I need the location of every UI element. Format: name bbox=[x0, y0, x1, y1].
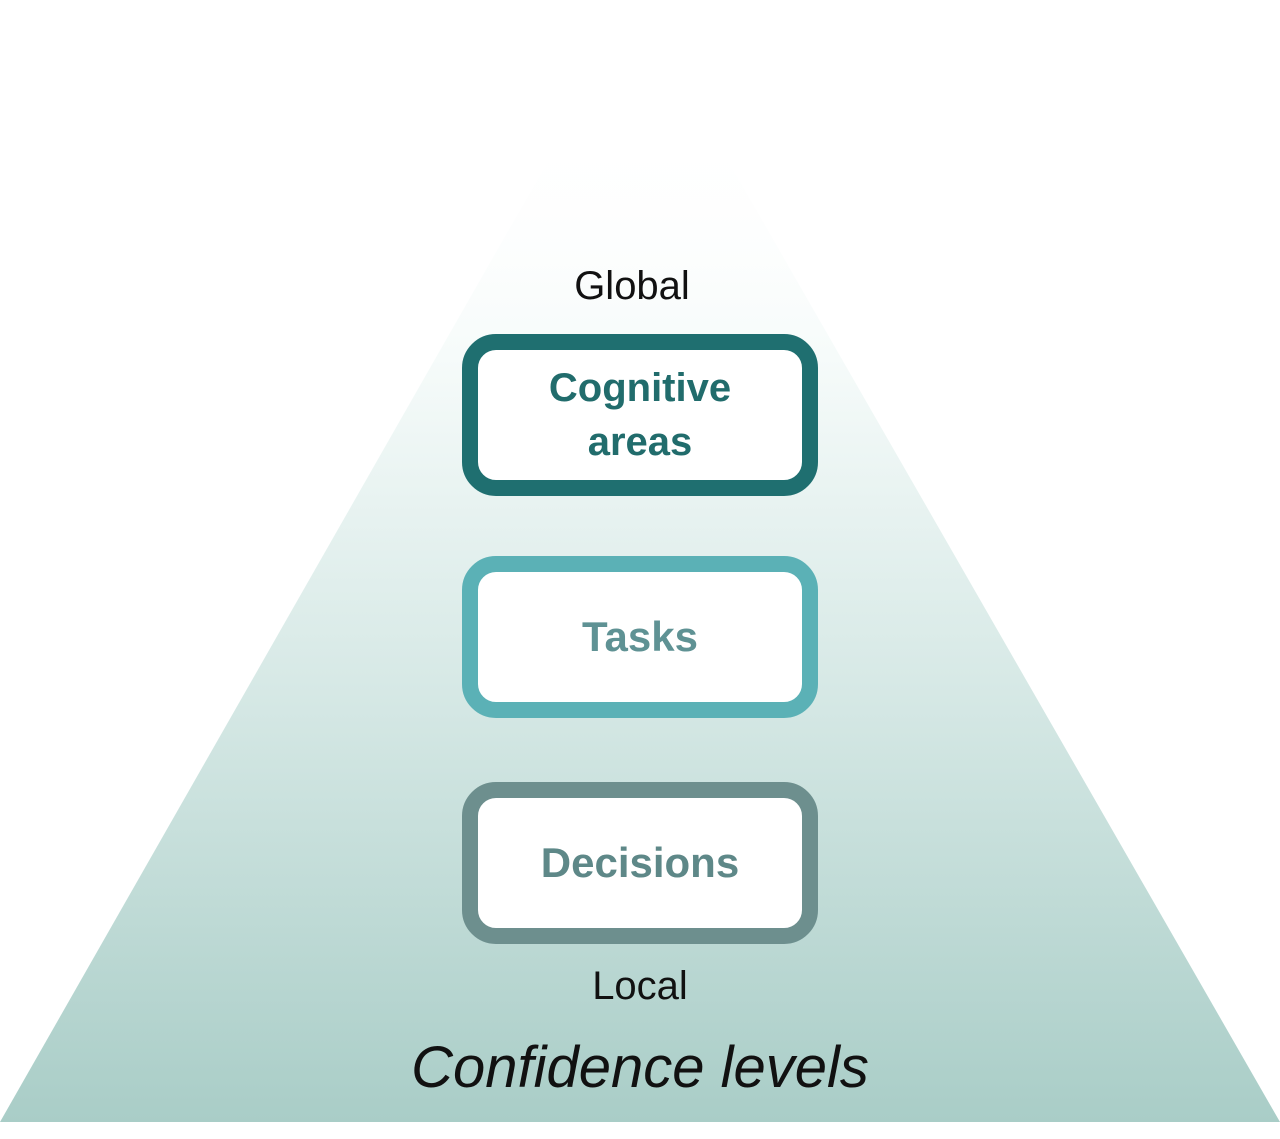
cognitive-areas-label: Cognitive areas bbox=[548, 366, 732, 464]
tasks-label: Tasks bbox=[582, 613, 698, 660]
cognitive-areas-box: Cognitive areas bbox=[462, 334, 818, 496]
decisions-label: Decisions bbox=[540, 839, 740, 886]
local-label: Local bbox=[592, 964, 688, 1008]
decisions-box: Decisions bbox=[462, 782, 818, 944]
confidence-levels-caption: Confidence levels bbox=[411, 1035, 869, 1100]
global-label: Global bbox=[574, 264, 690, 308]
tasks-box: Tasks bbox=[462, 556, 818, 718]
